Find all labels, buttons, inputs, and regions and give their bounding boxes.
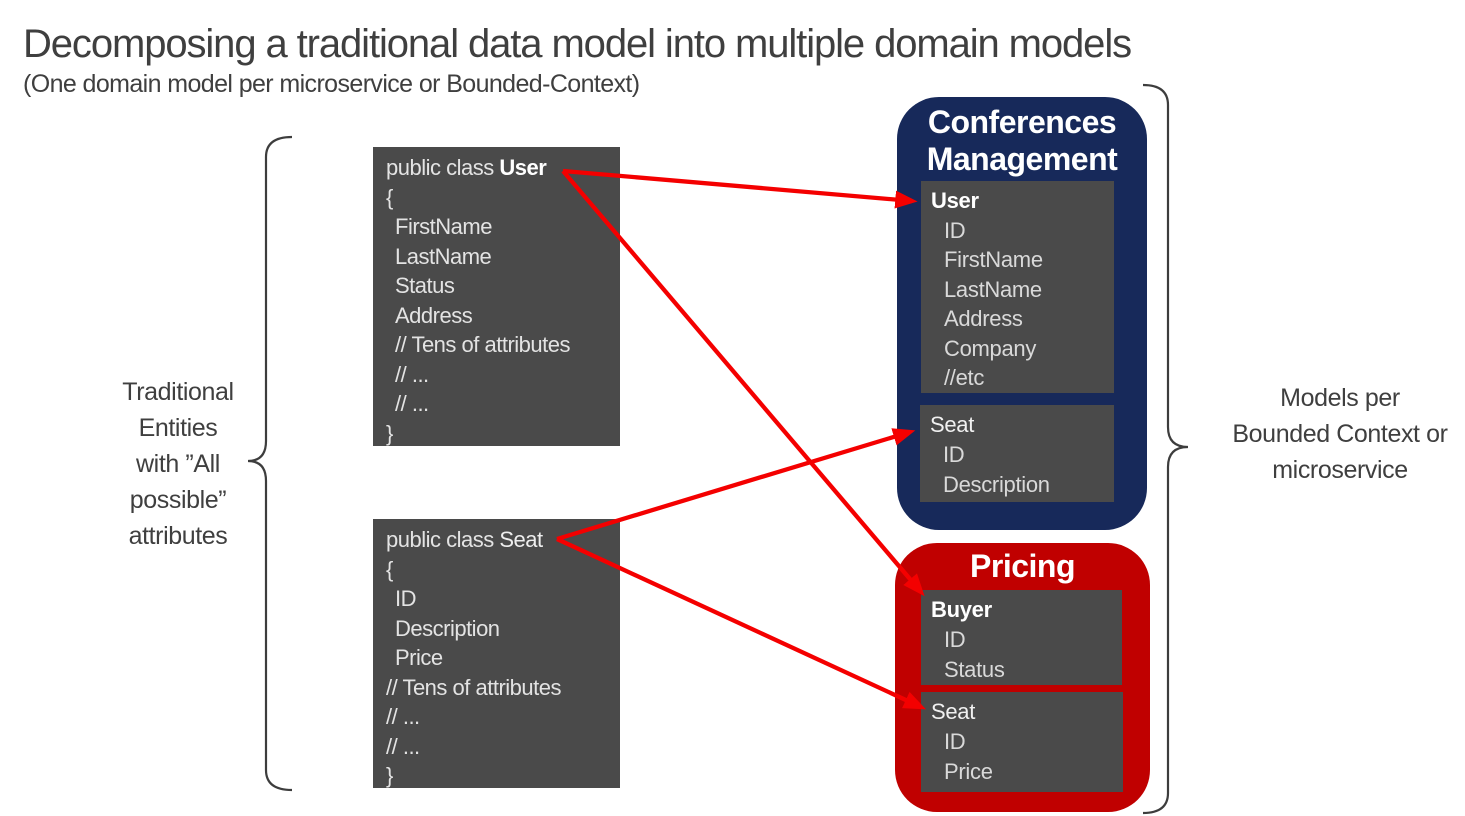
- entity-field: ID: [944, 627, 966, 652]
- code-line: }: [386, 763, 393, 788]
- entity-field: Company: [944, 335, 1037, 361]
- code-line: Address: [395, 302, 473, 328]
- code-line: // ...: [386, 733, 420, 759]
- entity-field: Description: [943, 472, 1050, 497]
- context-title: Conferences Management: [926, 104, 1118, 177]
- code-line: // ...: [386, 704, 420, 729]
- entity-conf-seat: Seat ID Description: [920, 405, 1114, 502]
- entity-field: ID: [944, 217, 966, 243]
- entity-field: Status: [944, 657, 1005, 682]
- entity-field: FirstName: [944, 247, 1043, 272]
- right-note-line: Bounded Context or: [1232, 420, 1448, 448]
- page-title: Decomposing a traditional data model int…: [23, 22, 1132, 66]
- code-line: Price: [395, 645, 443, 670]
- code-line: Description: [395, 615, 500, 641]
- code-line: {: [386, 556, 393, 582]
- code-keyword: public class: [386, 527, 500, 552]
- code-line: LastName: [395, 243, 492, 269]
- entity-name: Buyer: [931, 597, 992, 622]
- code-class-name: Seat: [499, 527, 543, 552]
- code-line: ID: [395, 586, 417, 611]
- entity-name: Seat: [930, 412, 975, 437]
- context-title: Pricing: [970, 548, 1075, 584]
- entity-field: //etc: [944, 365, 985, 390]
- left-note-line: possible”: [129, 486, 227, 514]
- left-note-line: with ”All: [136, 450, 220, 478]
- code-box-user-class: public class User { FirstName LastName S…: [373, 147, 620, 446]
- left-note-line: Entities: [138, 414, 218, 442]
- right-note-line: Models per: [1280, 384, 1400, 412]
- entity-pricing-buyer: Buyer ID Status: [921, 590, 1122, 685]
- code-line: // ...: [395, 391, 429, 416]
- code-box-seat-class: public class Seat { ID Description Price…: [373, 519, 620, 788]
- entity-name: User: [931, 188, 979, 213]
- code-line: {: [386, 184, 393, 210]
- page-subtitle: (One domain model per microservice or Bo…: [23, 70, 640, 98]
- left-note-line: Traditional: [122, 378, 234, 406]
- context-conferences-management: Conferences Management User ID FirstName…: [897, 97, 1147, 530]
- code-line: // ...: [395, 361, 429, 387]
- entity-field: LastName: [944, 276, 1042, 302]
- code-line: // Tens of attributes: [395, 332, 570, 357]
- code-line: FirstName: [395, 214, 492, 239]
- entity-field: Address: [944, 306, 1023, 331]
- entity-field: Price: [944, 759, 993, 784]
- entity-field: ID: [944, 729, 966, 754]
- entity-pricing-seat: Seat ID Price: [921, 692, 1123, 792]
- code-keyword: public class: [386, 155, 500, 180]
- entity-field: ID: [943, 442, 965, 467]
- code-line: // Tens of attributes: [386, 674, 561, 700]
- context-pricing: Pricing Buyer ID Status Seat ID Price: [895, 543, 1150, 812]
- right-note-line: microservice: [1272, 456, 1408, 484]
- code-line: }: [386, 420, 393, 446]
- code-line-heading: public class Seat: [386, 525, 620, 555]
- left-note: Traditional Entities with ”All possible”…: [83, 374, 273, 554]
- entity-name: Seat: [931, 699, 976, 724]
- code-line-heading: public class User: [386, 153, 620, 183]
- right-note: Models per Bounded Context or microservi…: [1215, 380, 1465, 488]
- code-line: Status: [395, 273, 455, 298]
- code-class-name: User: [499, 155, 547, 180]
- left-note-line: attributes: [128, 522, 228, 550]
- entity-conf-user: User ID FirstName LastName Address Compa…: [921, 181, 1114, 393]
